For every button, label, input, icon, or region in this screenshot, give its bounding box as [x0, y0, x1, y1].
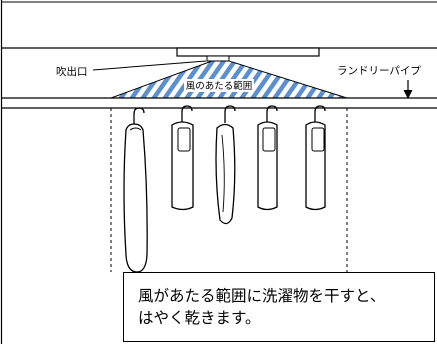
outlet-label: 吹出口 [56, 65, 88, 78]
hanging-shirt [305, 105, 326, 211]
hanger-hook-icon [181, 105, 193, 122]
caption-line-2: はやく乾きます。 [138, 309, 261, 327]
hanger-hook-icon [224, 105, 236, 123]
wind-area-label: 風のあたる範囲 [186, 80, 253, 92]
pipe-arrow-head-icon [403, 90, 413, 99]
hanging-shirt [171, 105, 194, 211]
air-outlet-vent [206, 55, 230, 62]
hanging-long-cloth [215, 105, 236, 225]
hanger-hook-icon [266, 105, 278, 122]
hanger-hook-icon [314, 105, 326, 122]
hanger-hook-icon [133, 107, 145, 125]
air-outlet [176, 47, 320, 57]
pipe-label: ランドリーパイプ [337, 65, 421, 77]
caption-box: 風があたる範囲に洗濯物を干すと、 はやく乾きます。 [123, 272, 435, 342]
caption-line-1: 風があたる範囲に洗濯物を干すと、 [138, 287, 386, 305]
outlet-leader-line [92, 60, 207, 71]
wind-area-label-bg [184, 79, 254, 92]
hanging-shirt [257, 105, 278, 211]
hanging-long-towel [123, 107, 148, 273]
